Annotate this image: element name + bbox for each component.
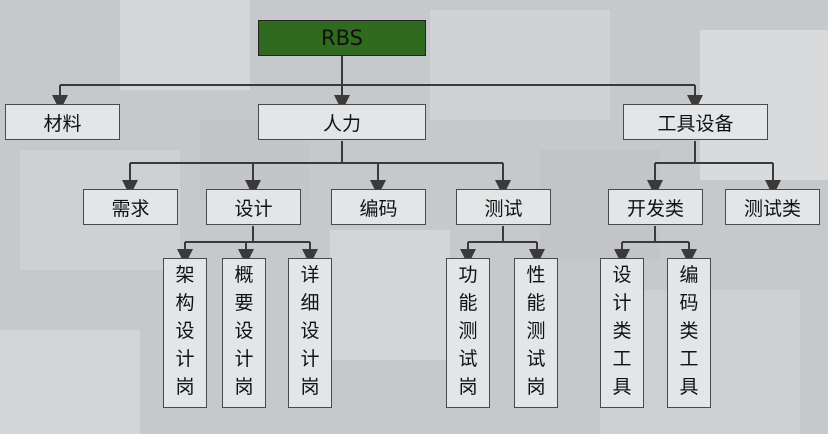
- node-outline-design-role: 概要设计岗: [222, 258, 266, 408]
- node-label: 概要设计岗: [234, 264, 254, 398]
- node-design: 设计: [206, 189, 301, 225]
- node-performance-test-role: 性能测试岗: [514, 258, 558, 408]
- node-detailed-design-role: 详细设计岗: [288, 258, 332, 408]
- node-rbs-root: RBS: [258, 20, 426, 56]
- node-materials: 材料: [5, 104, 120, 140]
- node-testing: 测试: [456, 189, 551, 225]
- node-coding-tools: 编码类工具: [667, 258, 711, 408]
- node-label: 测试类: [743, 197, 801, 220]
- node-dev-tools: 开发类: [608, 189, 703, 225]
- node-label: 开发类: [626, 197, 684, 220]
- node-label: 功能测试岗: [458, 264, 478, 398]
- node-label: 架构设计岗: [175, 264, 195, 398]
- node-requirements: 需求: [83, 189, 178, 225]
- node-label: 详细设计岗: [300, 264, 320, 398]
- node-label: 人力: [322, 112, 361, 135]
- node-label: 编码类工具: [679, 264, 699, 398]
- node-architecture-role: 架构设计岗: [163, 258, 207, 408]
- node-design-tools: 设计类工具: [600, 258, 644, 408]
- node-label: 材料: [43, 112, 82, 135]
- node-label: 需求: [111, 197, 150, 220]
- node-label: 性能测试岗: [526, 264, 546, 398]
- node-label: 编码: [359, 197, 398, 220]
- node-label: 测试: [484, 197, 523, 220]
- node-label: 设计类工具: [612, 264, 632, 398]
- node-label: RBS: [321, 26, 363, 50]
- node-label: 工具设备: [657, 112, 734, 135]
- node-coding: 编码: [331, 189, 426, 225]
- node-test-tools: 测试类: [725, 189, 820, 225]
- node-equipment: 工具设备: [623, 104, 768, 140]
- node-functional-test-role: 功能测试岗: [446, 258, 490, 408]
- node-label: 设计: [234, 197, 273, 220]
- node-manpower: 人力: [258, 104, 426, 140]
